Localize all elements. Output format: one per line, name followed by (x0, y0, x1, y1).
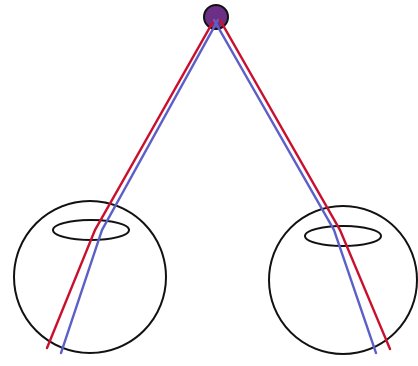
left-blue-ray (61, 20, 218, 353)
right-blue-ray (214, 20, 376, 353)
right-eye-icon (269, 206, 417, 354)
left-eye-icon (14, 201, 166, 353)
left-red-ray (47, 20, 214, 348)
left-eyeball (14, 201, 166, 353)
right-eyeball (269, 206, 417, 354)
right-red-ray (220, 20, 390, 349)
